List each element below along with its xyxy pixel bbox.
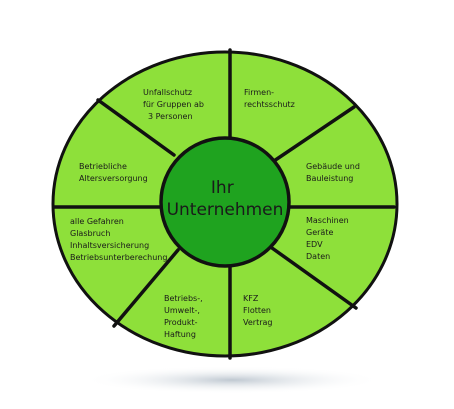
segment-label-kfz: KFZ Flotten Vertrag bbox=[243, 294, 274, 327]
wheel-shadow bbox=[82, 366, 382, 394]
segment-label-gefahren: alle Gefahren Glasbruch Inhaltsversicher… bbox=[70, 217, 167, 262]
segment-dividers bbox=[52, 48, 396, 360]
center-label-line-2: Unternehmen bbox=[167, 200, 284, 220]
segment-label-unfallschutz: Unfallschutz für Gruppen ab 3 Personen bbox=[143, 88, 207, 121]
segment-label-maschinen: Maschinen Geräte EDV Daten bbox=[306, 216, 351, 261]
segment-label-line: Maschinen bbox=[306, 216, 349, 225]
segment-label-betriebshaftung: Betriebs-, Umwelt-, Produkt- Haftung bbox=[164, 294, 205, 339]
segment-label-line: für Gruppen ab bbox=[143, 100, 204, 109]
segment-label-line: Glasbruch bbox=[70, 229, 110, 238]
segment-label-line: KFZ bbox=[243, 294, 259, 303]
segment-label-altersversorgung: Betriebliche Altersversorgung bbox=[79, 162, 148, 183]
segment-label-firmenrechtsschutz: Firmen- rechtsschutz bbox=[244, 88, 295, 109]
segment-label-line: Geräte bbox=[306, 228, 333, 237]
segment-label-line: 3 Personen bbox=[148, 112, 193, 121]
divider-top-left bbox=[96, 98, 176, 157]
segment-label-line: Gebäude und bbox=[306, 162, 360, 171]
segment-label-line: Firmen- bbox=[244, 88, 274, 97]
center-circle bbox=[159, 136, 291, 268]
segment-label-line: Altersversorgung bbox=[79, 174, 148, 183]
segment-label-line: Unfallschutz bbox=[143, 88, 192, 97]
segment-label-line: Daten bbox=[306, 252, 330, 261]
segment-label-line: Haftung bbox=[164, 330, 196, 339]
center-label-line-1: Ihr bbox=[211, 178, 234, 198]
segment-label-line: Umwelt-, bbox=[164, 306, 200, 315]
segment-label-line: alle Gefahren bbox=[70, 217, 124, 226]
divider-bottom-left bbox=[112, 248, 180, 328]
segment-label-line: EDV bbox=[306, 240, 323, 249]
segment-label-gebaeude: Gebäude und Bauleistung bbox=[306, 162, 362, 183]
segment-label-line: Betriebliche bbox=[79, 162, 127, 171]
segment-label-line: Betriebs-, bbox=[164, 294, 203, 303]
divider-bottom-right bbox=[270, 246, 358, 310]
segment-label-line: Betriebsunterberechung bbox=[70, 253, 167, 262]
segment-label-line: Inhaltsversicherung bbox=[70, 241, 149, 250]
center-label: Ihr Unternehmen bbox=[167, 178, 284, 220]
divider-top-right bbox=[266, 105, 356, 167]
segment-label-line: Vertrag bbox=[243, 318, 272, 327]
segment-label-line: Flotten bbox=[243, 306, 271, 315]
segment-label-line: Bauleistung bbox=[306, 174, 353, 183]
segment-label-line: rechtsschutz bbox=[244, 100, 295, 109]
segment-label-line: Produkt- bbox=[164, 318, 198, 327]
